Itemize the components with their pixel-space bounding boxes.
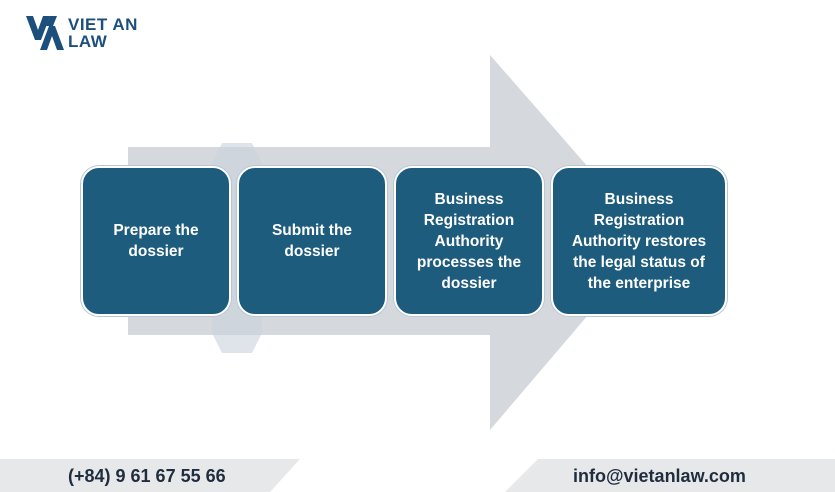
step-3-box: Business Registration Authority processe… [394,166,544,316]
brand-wordmark: VIET AN LAW [68,16,138,50]
step-3-label: Business Registration Authority processe… [416,190,522,292]
footer-left-band [0,459,300,492]
brand-line-2: LAW [68,32,108,51]
step-2-label: Submit the dossier [271,222,353,260]
brand-line-1: VIET AN [68,15,138,34]
footer-right-band [505,459,835,492]
footer-email[interactable]: info@vietanlaw.com [573,466,746,486]
step-4-label: Business Registration Authority restores… [571,190,707,292]
step-2-box: Submit the dossier [237,166,387,316]
step-1-label: Prepare the dossier [113,222,199,260]
brand-logo-icon [26,16,64,50]
step-4-box: Business Registration Authority restores… [551,166,727,316]
footer-phone[interactable]: (+84) 9 61 67 55 66 [68,466,226,486]
brand-logo: VIET AN LAW [26,14,146,54]
step-1-box: Prepare the dossier [81,166,231,316]
